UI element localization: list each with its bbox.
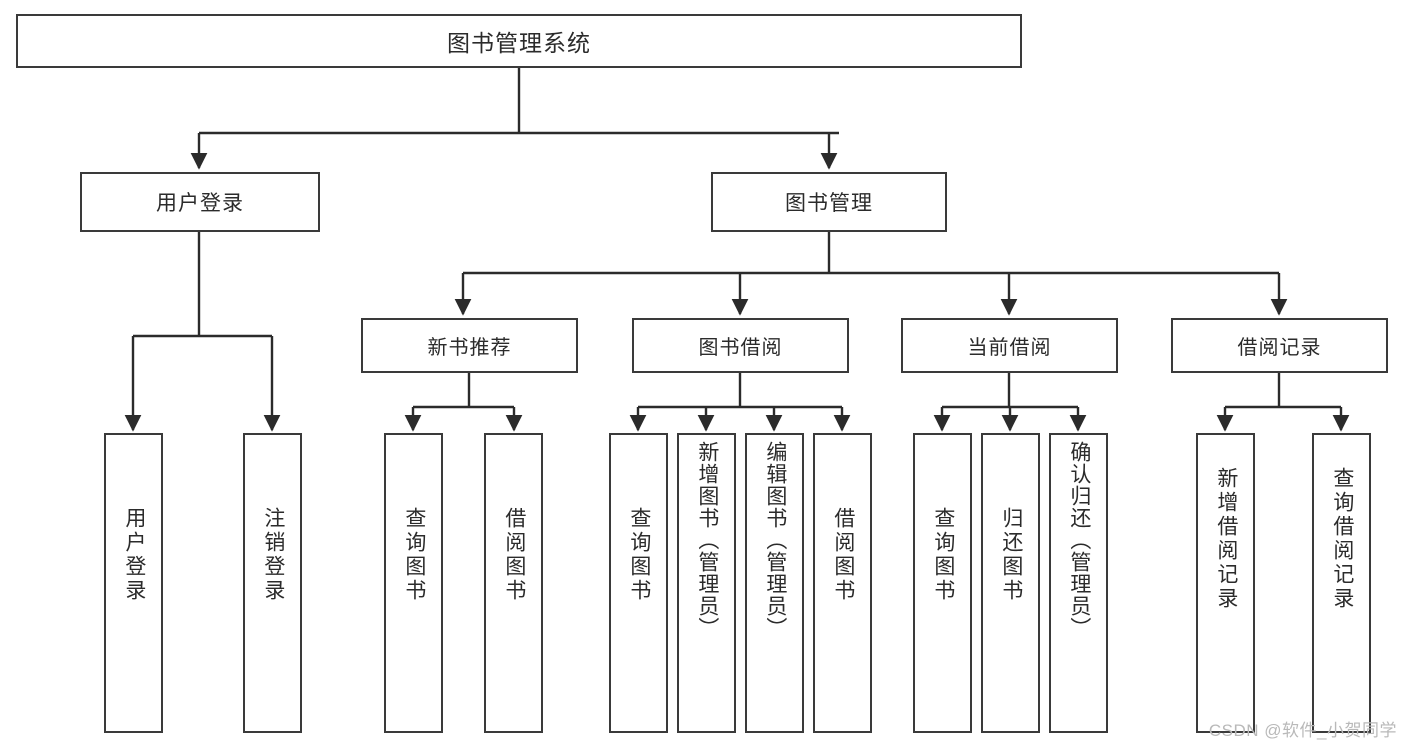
node-label: 当前借阅 (967, 337, 1052, 359)
node-new-book-recommend[interactable]: 新书推荐 (361, 318, 578, 373)
node-borrow-record[interactable]: 借阅记录 (1171, 318, 1388, 373)
leaf-confirm-return-admin[interactable]: 确认归还（管理员） (1049, 433, 1108, 733)
leaf-label: 查询图书 (627, 507, 651, 603)
leaf-label: 查询借阅记录 (1330, 467, 1354, 611)
leaf-add-borrow-record[interactable]: 新增借阅记录 (1196, 433, 1255, 733)
leaf-borrow-book-recommend[interactable]: 借阅图书 (484, 433, 543, 733)
leaf-borrow-book-borrow[interactable]: 借阅图书 (813, 433, 872, 733)
node-label: 用户登录 (156, 192, 244, 215)
leaf-label: 编辑图书（管理员） (763, 441, 787, 639)
leaf-label: 借阅图书 (831, 507, 855, 603)
leaf-edit-book-admin[interactable]: 编辑图书（管理员） (745, 433, 804, 733)
leaf-label: 借阅图书 (502, 507, 526, 603)
leaf-return-book[interactable]: 归还图书 (981, 433, 1040, 733)
node-label: 新书推荐 (427, 337, 512, 359)
node-label: 图书管理 (785, 192, 873, 215)
leaf-logout-login[interactable]: 注销登录 (243, 433, 302, 733)
node-label: 借阅记录 (1237, 337, 1322, 359)
node-label: 图书管理系统 (447, 30, 591, 56)
leaf-user-login[interactable]: 用户登录 (104, 433, 163, 733)
leaf-query-book-current[interactable]: 查询图书 (913, 433, 972, 733)
leaf-label: 新增图书（管理员） (695, 441, 719, 639)
leaf-query-borrow-record[interactable]: 查询借阅记录 (1312, 433, 1371, 733)
leaf-label: 归还图书 (999, 507, 1023, 603)
node-book-borrow[interactable]: 图书借阅 (632, 318, 849, 373)
node-root-book-management-system[interactable]: 图书管理系统 (16, 14, 1022, 68)
leaf-add-book-admin[interactable]: 新增图书（管理员） (677, 433, 736, 733)
node-current-borrow[interactable]: 当前借阅 (901, 318, 1118, 373)
leaf-label: 用户登录 (122, 507, 146, 603)
csdn-watermark: CSDN @软件_小贺同学 (1208, 721, 1397, 740)
leaf-label: 查询图书 (402, 507, 426, 603)
leaf-label: 注销登录 (261, 507, 285, 603)
leaf-label: 新增借阅记录 (1214, 467, 1238, 611)
leaf-label: 查询图书 (931, 507, 955, 603)
node-book-management[interactable]: 图书管理 (711, 172, 947, 232)
leaf-query-book-borrow[interactable]: 查询图书 (609, 433, 668, 733)
leaf-label: 确认归还（管理员） (1067, 441, 1091, 639)
leaf-query-book-recommend[interactable]: 查询图书 (384, 433, 443, 733)
node-label: 图书借阅 (698, 337, 783, 359)
node-user-login[interactable]: 用户登录 (80, 172, 320, 232)
